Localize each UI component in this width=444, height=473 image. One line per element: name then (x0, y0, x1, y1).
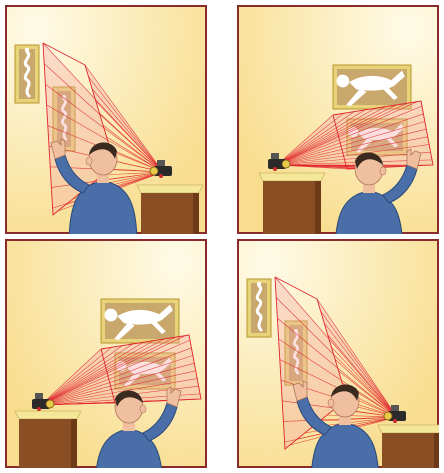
panel-bottom-left (5, 239, 207, 468)
plinth (378, 425, 439, 468)
panel-canvas (237, 239, 439, 468)
wall-picture (333, 65, 411, 109)
panel-top-left (5, 5, 207, 234)
panel-bottom-right (237, 239, 439, 468)
wall-picture (101, 299, 179, 343)
panel-canvas (237, 5, 439, 234)
plinth (15, 411, 81, 468)
panel-canvas (5, 5, 207, 234)
plinth (259, 173, 325, 234)
panel-top-right (237, 5, 439, 234)
wall-picture (247, 279, 271, 337)
panel-canvas (5, 239, 207, 468)
wall-picture (15, 45, 39, 103)
plinth (137, 185, 203, 234)
